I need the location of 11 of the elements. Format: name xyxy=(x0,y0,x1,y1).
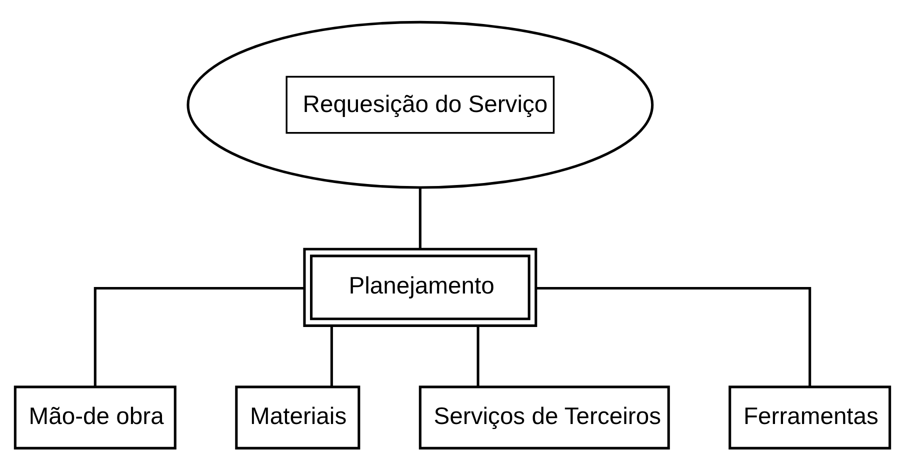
connector xyxy=(418,188,422,249)
node-box: Ferramentas xyxy=(728,386,892,450)
node-box: Planejamento xyxy=(303,248,538,327)
node-ellipse: Requesição do Serviço xyxy=(186,20,654,189)
connector xyxy=(476,326,480,387)
connector xyxy=(94,286,304,387)
node-box: Mão-de obra xyxy=(14,386,176,450)
node-box: Materiais xyxy=(235,386,360,450)
node-box: Serviços de Terceiros xyxy=(418,386,670,450)
connector xyxy=(536,286,812,387)
connector xyxy=(330,326,333,387)
